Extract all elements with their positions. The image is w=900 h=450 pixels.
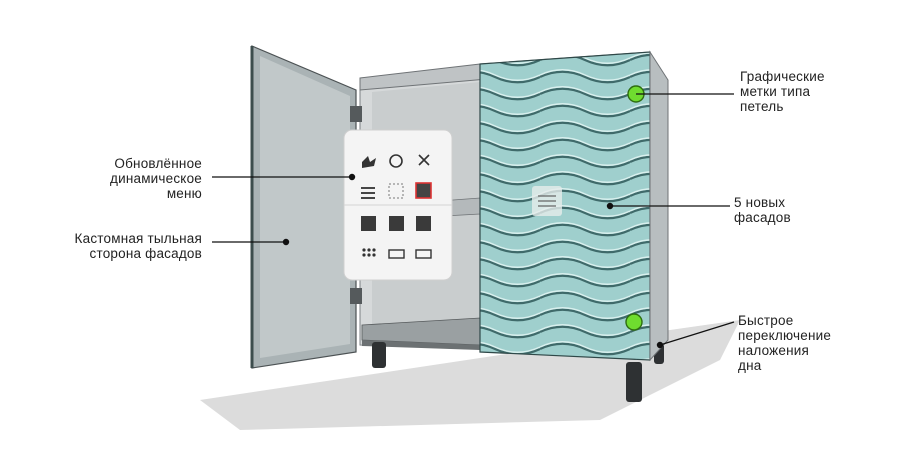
callout-custom-back: Кастомная тыльная сторона фасадов <box>74 231 202 261</box>
left-door-open <box>250 45 362 369</box>
close-icon[interactable] <box>418 154 430 166</box>
square-icon[interactable] <box>415 182 432 199</box>
block-quarter-icon[interactable] <box>416 216 431 231</box>
swap-icon[interactable] <box>388 249 405 259</box>
spark-icon[interactable] <box>362 156 376 168</box>
callout-dynamic-menu: Обновлённое динамическое меню <box>110 156 202 201</box>
callout-bottom-overlay: Быстрое переключение наложения дна <box>738 313 832 373</box>
callout-new-facades: 5 новых фасадов <box>734 195 791 225</box>
swap-alt-icon[interactable] <box>415 249 432 259</box>
grid-icon[interactable] <box>388 183 404 199</box>
leader-lines <box>212 93 735 349</box>
dots-icon[interactable] <box>362 248 376 257</box>
block-icon[interactable] <box>361 216 376 231</box>
dynamic-menu-panel <box>343 129 453 281</box>
hinge-mark-bottom <box>625 313 643 331</box>
block-half-icon[interactable] <box>389 216 404 231</box>
list-icon[interactable] <box>361 187 375 199</box>
callout-hinge-marks: Графические метки типа петель <box>740 69 825 114</box>
rotate-icon[interactable] <box>389 154 403 168</box>
